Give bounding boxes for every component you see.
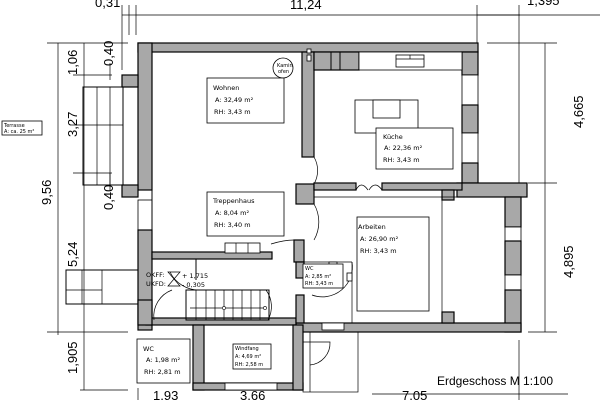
svg-text:UKFD:: UKFD: [146,280,166,288]
dim-top-total: 11,24 [290,0,322,12]
dim-left-a: 1,06 [65,50,80,75]
svg-text:A: ca. 25 m²: A: ca. 25 m² [4,129,34,135]
dim-bottom-a: 1,93 [153,388,178,400]
svg-text:- 0,305: - 0,305 [182,281,205,289]
svg-text:RH: 2,58 m: RH: 2,58 m [235,362,263,368]
dim-right-upper: 4,665 [571,95,586,128]
interior-lines [151,51,505,393]
level-marker: OKFF: UKFD: + 1,715 - 0,305 [146,271,208,289]
dim-top-left-small: 0,31 [95,0,120,10]
kitchen-counter [306,48,463,71]
svg-text:Treppenhaus: Treppenhaus [212,197,255,205]
dim-left-c: 3,27 [65,112,80,137]
svg-text:A: 22,36 m²: A: 22,36 m² [384,144,423,152]
svg-text:A: 2,85 m²: A: 2,85 m² [305,274,331,280]
svg-text:A: 26,90 m²: A: 26,90 m² [360,235,399,243]
svg-text:Windfang: Windfang [235,346,259,352]
dim-bottom-c: 7,05 [402,388,427,400]
svg-text:A: 8,04 m²: A: 8,04 m² [215,209,249,217]
walls [121,42,528,391]
svg-text:A: 32,49 m²: A: 32,49 m² [215,96,254,104]
terrace-label: Terrasse A: ca. 25 m² [1,120,43,136]
svg-text:Terrasse: Terrasse [3,123,25,129]
svg-text:Wohnen: Wohnen [213,84,239,92]
exterior-stairs [65,86,149,305]
svg-text:RH: 3,43 m: RH: 3,43 m [360,247,397,255]
svg-text:Küche: Küche [383,133,403,141]
svg-text:RH: 2,81 m: RH: 2,81 m [144,368,181,376]
interior-stairs [185,242,270,321]
dim-left-e: 5,24 [65,242,80,267]
room-label-arbeiten: Arbeiten A: 26,90 m² RH: 3,43 m [356,216,430,312]
svg-text:RH: 3,43 m: RH: 3,43 m [305,281,333,287]
room-label-wc-upper: WC A: 2,85 m² RH: 3,43 m [302,263,344,289]
dim-top-right-small: 1,395 [527,0,560,8]
room-label-kueche: Küche A: 22,36 m² RH: 3,43 m [375,127,454,170]
kitchen-island [354,99,419,134]
dim-bottom-b: 3,66 [240,388,265,400]
fireplace: Kamin ofen [272,57,294,79]
room-label-wc-lower: WC A: 1,98 m² RH: 2,81 m [136,338,191,384]
svg-text:WC: WC [305,266,314,272]
svg-text:OKFF:: OKFF: [146,271,165,279]
svg-text:ofen: ofen [278,69,289,75]
svg-text:Arbeiten: Arbeiten [358,223,386,231]
svg-text:Kamin: Kamin [277,63,293,69]
dim-left-d: 0,40 [101,185,116,210]
drawing-title: Erdgeschoss M 1:100 [437,374,553,388]
room-label-windfang: Windfang A: 4,69 m² RH: 2,58 m [232,343,272,370]
dim-left-b: 0,40 [101,41,116,66]
svg-text:RH: 3,40 m: RH: 3,40 m [214,221,251,229]
dimension-lines [47,5,600,400]
dim-left-f: 1,905 [65,341,80,374]
svg-text:+ 1,715: + 1,715 [182,272,208,280]
svg-text:A: 4,69 m²: A: 4,69 m² [235,354,261,360]
room-label-wohnen: Wohnen A: 32,49 m² RH: 3,43 m [206,77,285,124]
room-label-treppenhaus: Treppenhaus A: 8,04 m² RH: 3,40 m [206,191,285,237]
svg-text:RH: 3,43 m: RH: 3,43 m [214,108,251,116]
svg-text:RH: 3,43 m: RH: 3,43 m [383,156,420,164]
dim-left-total: 9,56 [39,180,54,205]
svg-text:A: 1,98 m²: A: 1,98 m² [146,356,180,364]
svg-text:WC: WC [143,345,154,353]
dim-right-lower: 4,895 [561,245,576,278]
